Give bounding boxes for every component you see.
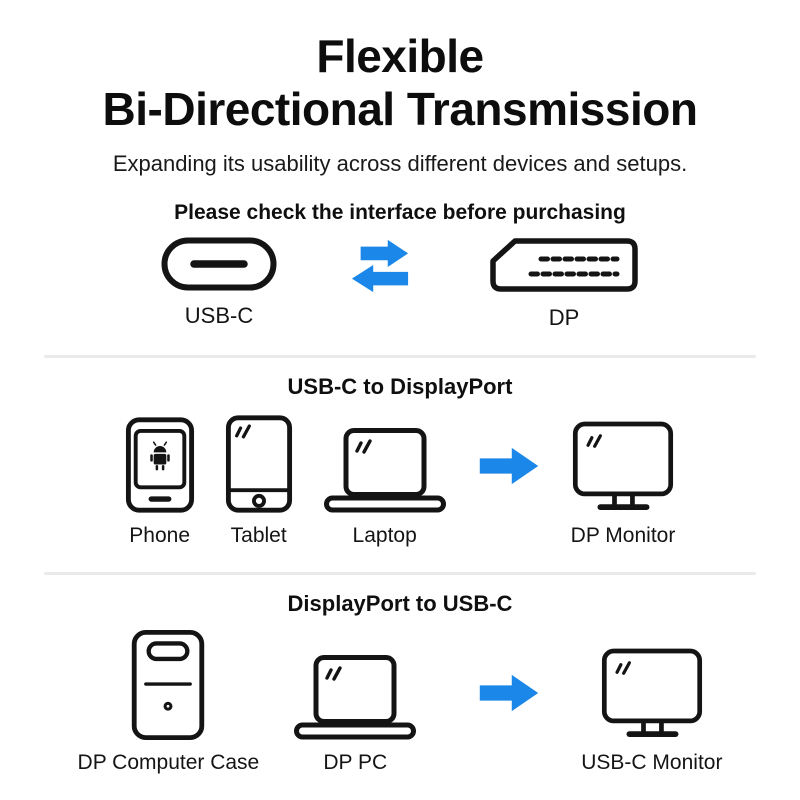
section-divider — [44, 354, 756, 358]
computer-tower-group: DP Computer Case — [77, 629, 260, 775]
displayport-to-usb-c-section: DisplayPort to USB-C DP Computer Case — [0, 591, 800, 775]
flow-arrow-group — [477, 444, 541, 488]
usb-c-to-displayport-heading: USB-C to DisplayPort — [287, 373, 513, 399]
right-arrow-icon — [480, 674, 539, 711]
dp-computer-case-label: DP Computer Case — [77, 750, 260, 774]
laptop-icon — [294, 654, 417, 740]
title-line-1: Flexible — [316, 30, 484, 82]
usb-c-to-displayport-section: USB-C to DisplayPort — [0, 374, 800, 548]
dp-connector-group: DP — [489, 237, 639, 331]
dp-monitor-group: DP Monitor — [570, 420, 676, 548]
dp-pc-group: DP PC — [293, 654, 417, 775]
usb-c-connector-label: USB-C — [184, 302, 254, 328]
phone-group: Phone — [125, 416, 195, 548]
dp-connector-label: DP — [548, 304, 580, 330]
android-robot-glyph — [149, 441, 170, 471]
displayport-to-usb-c-row: DP Computer Case DP PC — [0, 629, 800, 775]
phone-icon — [125, 417, 194, 513]
tablet-label: Tablet — [230, 523, 287, 547]
interface-check-row: USB-C DP — [0, 237, 800, 331]
monitor-icon — [601, 648, 702, 737]
page-title: Flexible Bi-Directional Transmission — [0, 30, 800, 137]
monitor-icon — [572, 421, 674, 510]
usb-c-connector-group: USB-C — [161, 237, 277, 329]
interface-check-heading: Please check the interface before purcha… — [174, 200, 626, 224]
usb-c-to-displayport-row: Phone Tablet Laptop — [0, 414, 800, 548]
laptop-group: Laptop — [323, 427, 447, 548]
usb-c-connector-icon — [161, 237, 277, 291]
dp-pc-label: DP PC — [323, 750, 388, 774]
title-line-2: Bi-Directional Transmission — [102, 83, 698, 136]
right-arrow-icon — [479, 447, 538, 484]
section-divider — [44, 571, 756, 575]
phone-label: Phone — [129, 523, 191, 547]
tablet-group: Tablet — [225, 414, 293, 548]
swap-arrows-group — [349, 235, 411, 297]
interface-check-section: Please check the interface before purcha… — [0, 201, 800, 331]
displayport-to-usb-c-heading: DisplayPort to USB-C — [287, 590, 513, 616]
swap-arrows-icon — [351, 239, 409, 292]
subtitle: Expanding its usability across different… — [112, 150, 688, 176]
laptop-label: Laptop — [352, 523, 417, 547]
usb-c-monitor-label: USB-C Monitor — [581, 750, 723, 774]
tablet-icon — [225, 415, 292, 513]
dp-connector-icon — [490, 237, 638, 292]
computer-tower-icon — [132, 629, 205, 740]
flow-arrow-group — [477, 671, 541, 715]
laptop-icon — [323, 427, 446, 513]
dp-monitor-label: DP Monitor — [570, 523, 676, 547]
usb-c-monitor-group: USB-C Monitor — [581, 647, 722, 775]
header: Flexible Bi-Directional Transmission Exp… — [0, 30, 800, 177]
